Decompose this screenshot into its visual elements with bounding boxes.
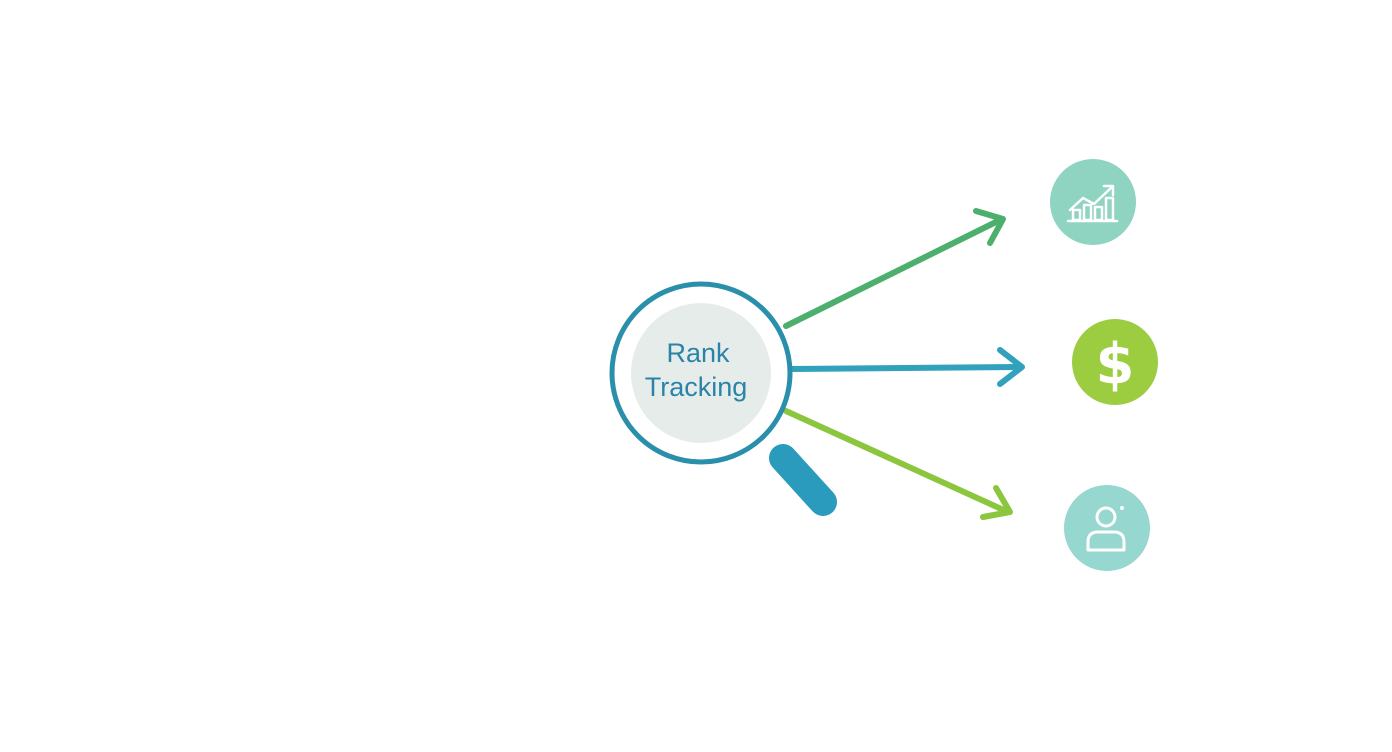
center-title-line1: Rank bbox=[666, 338, 730, 368]
user-node bbox=[1064, 485, 1150, 571]
revenue-node: $ bbox=[1072, 319, 1158, 405]
center-title-line2: Tracking bbox=[645, 372, 748, 402]
growth-chart-node bbox=[1050, 159, 1136, 245]
arrow-to-users bbox=[783, 408, 1013, 520]
user-icon bbox=[1086, 506, 1126, 552]
magnifier-handle bbox=[769, 444, 837, 516]
arrow-to-growth bbox=[783, 208, 1006, 329]
magnifier-lens-fill bbox=[631, 303, 771, 443]
sparkle-icon bbox=[1120, 506, 1124, 510]
dollar-icon: $ bbox=[1096, 332, 1135, 397]
bar-chart-growth-icon bbox=[1066, 184, 1119, 223]
arrow-to-revenue bbox=[789, 347, 1025, 387]
magnifying-glass-icon: Rank Tracking bbox=[609, 281, 837, 516]
